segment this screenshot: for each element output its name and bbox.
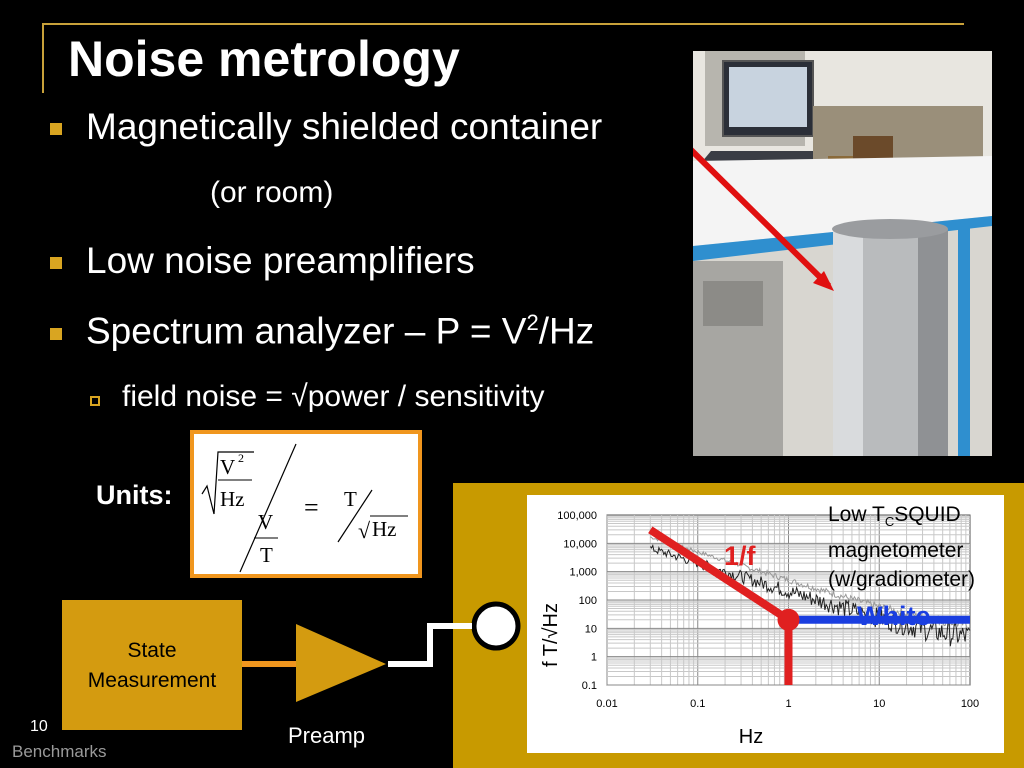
units-hz-2: Hz [372,517,397,541]
y-tick-label: 100 [579,595,597,607]
lab-setup-photo [693,51,992,456]
corner-frequency-marker [777,608,800,631]
y-axis-label: f T/√Hz [540,603,562,667]
x-tick-label: 0.1 [690,698,705,710]
caption-line-3: (w/gradiometer) [828,568,976,592]
units-t-denom: T [260,543,273,567]
y-tick-label: 10,000 [563,538,597,550]
y-tick-label: 0.1 [582,680,597,692]
units-equals: = [304,493,319,522]
state-line-1: State [127,639,177,662]
preamp-triangle [296,624,386,702]
bullet-square [50,123,62,135]
frame-top-rule [42,23,964,25]
chart-caption: Low TCSQUID magnetometer (w/gradiometer) [828,500,975,594]
state-measurement-box: State Measurement [62,600,242,730]
units-formula: V 2 Hz V T = T √ Hz [201,443,408,573]
units-v-exponent: 2 [238,451,244,465]
sub-bullet-square [90,396,100,406]
bullet-preamplifiers: Low noise preamplifiers [86,240,475,281]
units-v-denom: V [258,510,273,534]
slide-title: Noise metrology [68,31,460,87]
preamp-label: Preamp [288,723,366,748]
x-tick-label: 1 [785,698,791,710]
x-tick-label: 100 [961,698,979,710]
units-t: T [344,487,357,511]
bullet-spectrum-analyzer: Spectrum analyzer – P = V2/Hz [86,310,595,352]
units-formula-box: V 2 Hz V T = T √ Hz [190,430,422,578]
slide-number: 10 [30,718,48,735]
caption-line-1: Low TCSQUID [828,503,961,530]
bullet-square [50,328,62,340]
bullet-shielded-container: Magnetically shielded container [86,106,603,147]
y-tick-label: 1,000 [569,567,597,579]
y-tick-label: 10 [585,623,597,635]
units-hz: Hz [220,487,245,511]
preamp-output-wire [388,623,472,667]
measurement-input-node [471,601,521,651]
bullet-sub-or-room: (or room) [210,176,334,209]
y-tick-label: 1 [591,652,597,664]
bullet-square [50,257,62,269]
frame-left-rule [42,23,44,93]
units-v: V [220,455,235,479]
annotation-white: White [857,601,931,631]
y-tick-labels: 100,000 10,000 1,000 100 10 1 0.1 [557,510,597,692]
footer-text: Benchmarks [12,742,107,761]
units-label: Units: [96,480,173,510]
x-axis-label: Hz [739,726,763,748]
preamp-signal-path [242,623,472,702]
bullet-field-noise: field noise = √power / sensitivity [122,380,545,413]
units-root: √ [358,518,371,543]
y-tick-label: 100,000 [557,510,597,522]
annotation-one-over-f: 1/f [724,541,757,571]
x-tick-labels: 0.01 0.1 1 10 100 [596,698,979,710]
x-tick-label: 0.01 [596,698,617,710]
model-lines [648,526,970,685]
state-line-2: Measurement [87,669,217,692]
x-tick-label: 10 [873,698,885,710]
caption-line-2: magnetometer [828,539,964,563]
